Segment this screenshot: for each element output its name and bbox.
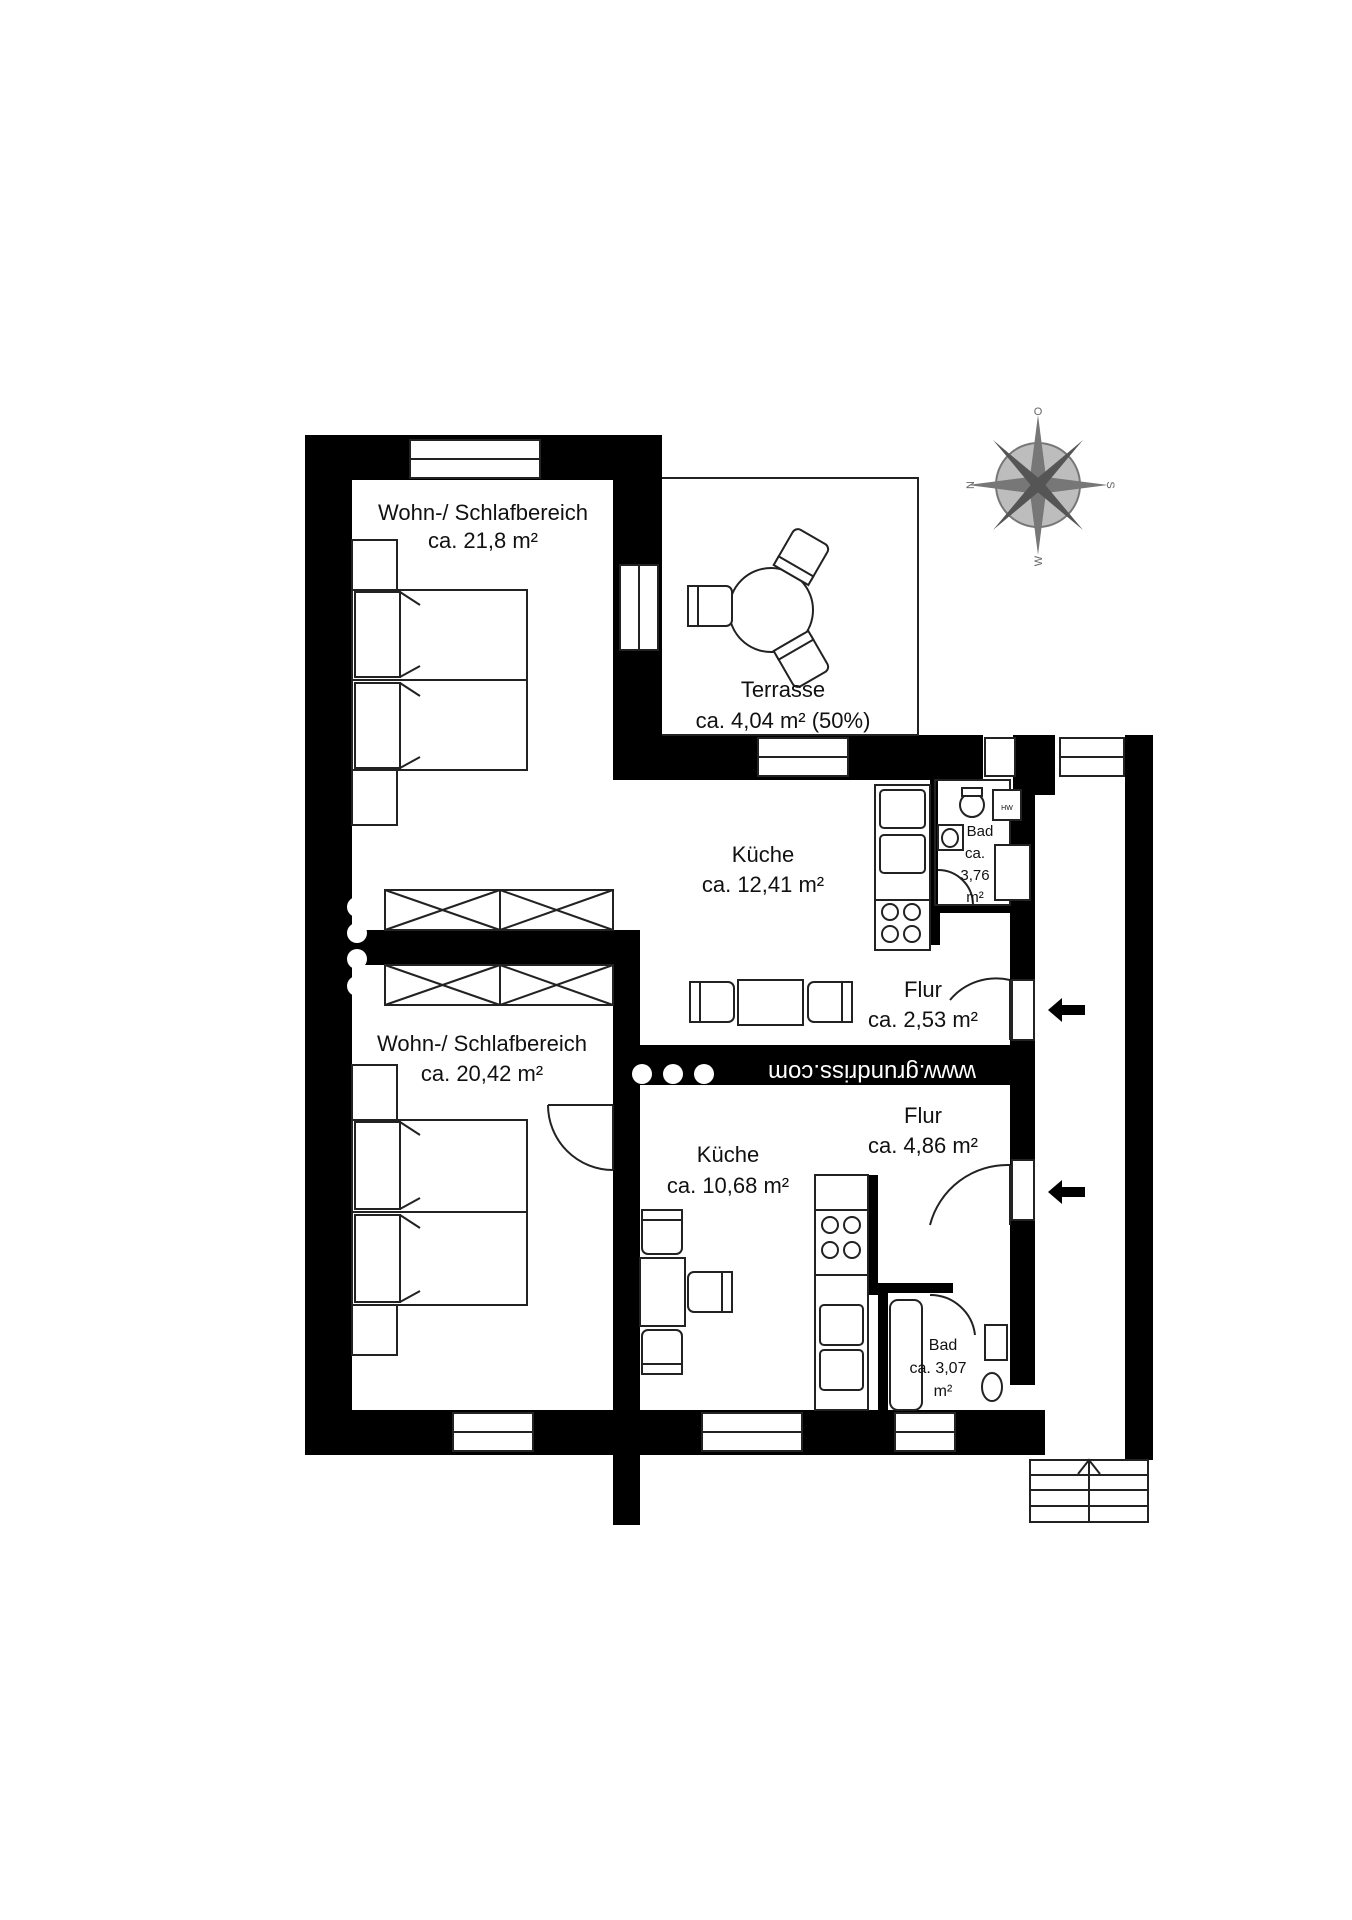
room-area-kueche-unten: ca. 10,68 m² bbox=[667, 1173, 789, 1198]
compass-label-south: S bbox=[1104, 481, 1116, 488]
chimney-dots bbox=[347, 897, 714, 1084]
bed-upper bbox=[351, 539, 528, 826]
room-area-wohn-oben: ca. 21,8 m² bbox=[428, 528, 538, 553]
entrance-arrow-icon bbox=[1048, 1180, 1085, 1204]
compass-label-west: W bbox=[1033, 555, 1045, 566]
compass-rose-icon: N O S W bbox=[965, 406, 1116, 566]
windows bbox=[409, 439, 1125, 1452]
room-name-terrasse: Terrasse bbox=[741, 677, 825, 702]
room-area-wohn-unten: ca. 20,42 m² bbox=[421, 1061, 543, 1086]
room-area-bad-oben-1: ca. bbox=[965, 845, 985, 862]
terrace bbox=[662, 477, 919, 736]
compass-label-north: N bbox=[965, 481, 977, 489]
entrance-stairs bbox=[1029, 1458, 1149, 1523]
compass-label-east: O bbox=[1034, 406, 1043, 418]
room-name-kueche-unten: Küche bbox=[697, 1142, 759, 1167]
bath-lower-fixtures bbox=[889, 1293, 1008, 1411]
wardrobe-upper bbox=[384, 889, 614, 931]
room-area-bad-unten-2: m² bbox=[934, 1383, 953, 1400]
door-flur-lower[interactable] bbox=[929, 1163, 1011, 1226]
room-name-bad-oben: Bad bbox=[967, 823, 994, 840]
watermark: www.grundriss.com bbox=[768, 1059, 977, 1086]
room-area-kueche-oben: ca. 12,41 m² bbox=[702, 872, 824, 897]
room-name-flur-oben: Flur bbox=[904, 977, 942, 1002]
door-lower-bedroom[interactable] bbox=[547, 1104, 614, 1171]
door-flur-upper[interactable] bbox=[949, 977, 1011, 1040]
dining-table-upper bbox=[737, 979, 804, 1026]
dining-table-lower bbox=[639, 1257, 686, 1327]
room-name-flur-unten: Flur bbox=[904, 1103, 942, 1128]
entrance-arrow-icon bbox=[1048, 998, 1085, 1022]
room-area-terrasse: ca. 4,04 m² (50%) bbox=[696, 708, 871, 733]
room-name-wohn-unten: Wohn-/ Schlafbereich bbox=[377, 1031, 587, 1056]
room-name-wohn-oben: Wohn-/ Schlafbereich bbox=[378, 500, 588, 525]
room-area-bad-unten-1: ca. 3,07 bbox=[910, 1360, 967, 1377]
wardrobe-lower bbox=[384, 964, 614, 1006]
room-area-flur-unten: ca. 4,86 m² bbox=[868, 1133, 978, 1158]
kitchen-lower-fixtures bbox=[814, 1174, 869, 1411]
washing-machine-label: HW bbox=[1001, 805, 1013, 812]
bed-lower bbox=[351, 1064, 528, 1356]
room-area-bad-oben-3: m² bbox=[966, 889, 984, 906]
room-name-kueche-oben: Küche bbox=[732, 842, 794, 867]
room-area-bad-oben-2: 3,76 bbox=[960, 867, 989, 884]
room-labels: Wohn-/ Schlafbereich ca. 21,8 m² Terrass… bbox=[377, 500, 993, 1400]
kitchen-upper-fixtures bbox=[874, 784, 931, 951]
room-name-bad-unten: Bad bbox=[929, 1337, 957, 1354]
bath-upper-fixtures bbox=[934, 779, 1031, 906]
room-area-flur-oben: ca. 2,53 m² bbox=[868, 1007, 978, 1032]
